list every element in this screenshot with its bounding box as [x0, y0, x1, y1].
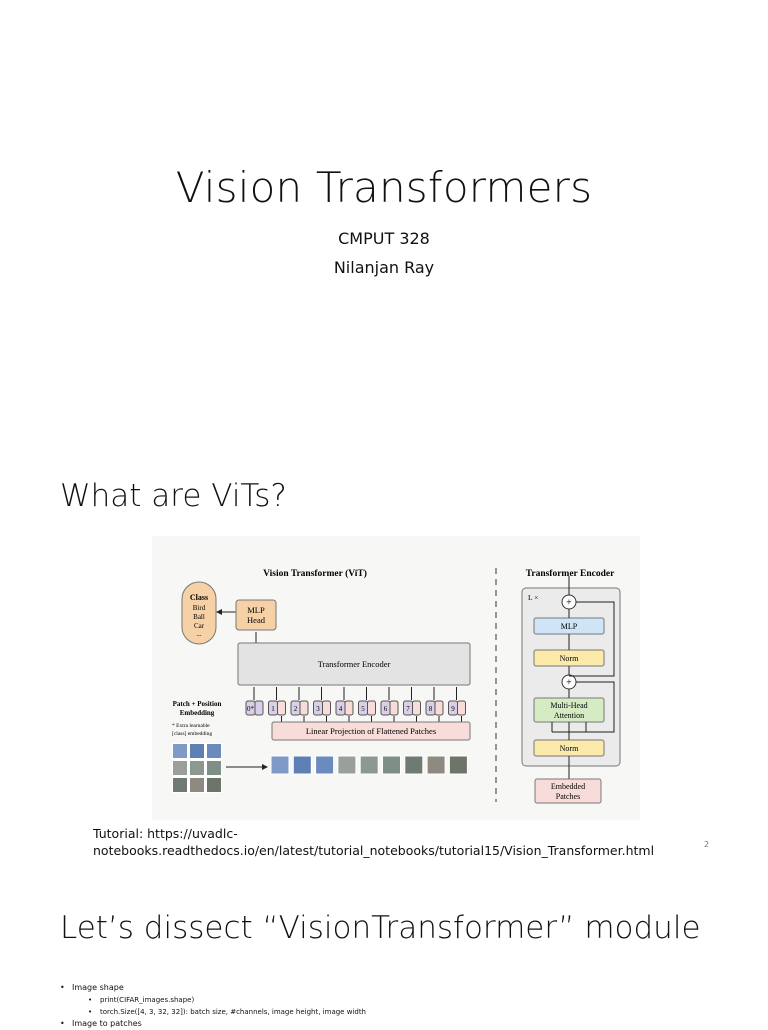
position-index: 1: [271, 705, 275, 713]
class-item: ...: [196, 630, 202, 638]
enc-norm-label: Norm: [560, 744, 579, 753]
patch-position-label: Patch + Position: [173, 700, 222, 708]
embedded-patches-label: Embedded: [551, 782, 585, 791]
vit-architecture-figure: Vision Transformer (ViT) Transformer Enc…: [152, 536, 640, 820]
patch-thumbnail: [359, 755, 379, 775]
token-row: 0* 1 2 3 4 5 6 7 8 9: [245, 687, 466, 722]
mlp-head-label: MLP: [247, 605, 265, 615]
patch-embedding: [434, 700, 444, 716]
position-index: 5: [361, 705, 365, 713]
bullet-item: •Image to patches: [60, 1019, 142, 1028]
tutorial-link[interactable]: Tutorial: https://uvadlc- notebooks.read…: [93, 825, 655, 859]
tutorial-line: notebooks.readthedocs.io/en/latest/tutor…: [93, 843, 655, 858]
patch-embedding: [412, 700, 421, 716]
patch-embedding: [254, 700, 264, 716]
embedded-patches-label: Patches: [556, 792, 580, 801]
linear-projection-box: [271, 721, 471, 741]
position-index: 4: [339, 705, 343, 713]
patch-embedding: [322, 700, 331, 716]
embedded-patches-box: [534, 778, 602, 804]
patch-thumbnail: [292, 755, 312, 775]
class-item: Ball: [193, 613, 205, 621]
class-item: Car: [194, 622, 205, 630]
tutorial-line: Tutorial: https://uvadlc-: [93, 826, 238, 841]
enc-mha-label: Attention: [554, 711, 584, 720]
figure-left-title: Vision Transformer (ViT): [263, 568, 367, 579]
patch-thumbnail: [337, 755, 357, 775]
patch-thumbnail: [315, 755, 335, 775]
enc-mha-label: Multi-Head: [550, 701, 587, 710]
patch-embedding: [344, 700, 354, 716]
enc-norm-label: Norm: [560, 654, 579, 663]
patch-thumbnail: [448, 755, 468, 775]
patch-embedding: [277, 700, 286, 716]
enc-mlp-label: MLP: [561, 622, 578, 631]
input-image-grid: [172, 743, 222, 793]
layers-label: L ×: [528, 593, 538, 602]
patch-embedding: [299, 700, 309, 716]
patch-embedding: [389, 700, 399, 716]
patch-embedding: [457, 700, 466, 716]
sub-bullet-item: •print(CIFAR_images.shape): [88, 996, 195, 1004]
slide-title: Vision Transformers: [175, 163, 593, 212]
sub-bullet-item: •torch.Size([4, 3, 32, 32]): batch size,…: [88, 1008, 366, 1016]
bullet-text: print(CIFAR_images.shape): [100, 996, 195, 1004]
page-number: 2: [704, 840, 710, 849]
author-name: Nilanjan Ray: [333, 258, 435, 277]
transformer-encoder-box: [237, 642, 471, 686]
bullet-text: Image shape: [72, 983, 124, 992]
position-index: 3: [316, 705, 320, 713]
patch-thumbnail: [426, 755, 446, 775]
extra-note: [class] embedding: [172, 731, 212, 737]
slide-heading: What are ViTs?: [60, 478, 287, 514]
patch-position-label: Embedding: [180, 709, 215, 717]
position-index: 6: [384, 705, 388, 713]
flattened-patches: [270, 755, 468, 775]
class-heading: Class: [190, 593, 208, 602]
plus-sign: +: [566, 598, 572, 609]
mlp-head-label: Head: [247, 615, 266, 625]
bullet-text: torch.Size([4, 3, 32, 32]): batch size, …: [100, 1008, 366, 1016]
patch-embedding: [367, 700, 376, 716]
course-code: CMPUT 328: [338, 229, 430, 248]
position-index: 7: [406, 705, 410, 713]
position-index: 0*: [247, 705, 255, 713]
mlp-head-box: [235, 599, 277, 631]
patch-thumbnail: [270, 755, 290, 775]
plus-sign: +: [566, 678, 572, 689]
extra-note: * Extra learnable: [172, 723, 210, 729]
figure-right-title: Transformer Encoder: [526, 569, 615, 579]
transformer-encoder-label: Transformer Encoder: [318, 659, 391, 669]
linear-projection-label: Linear Projection of Flattened Patches: [306, 726, 436, 736]
patch-thumbnail: [382, 755, 401, 775]
slide-heading: Let’s dissect “VisionTransformer” module: [60, 910, 701, 946]
bullet-item: •Image shape: [60, 983, 124, 992]
position-index: 8: [429, 705, 433, 713]
class-box: [181, 581, 217, 645]
patch-thumbnail: [404, 755, 424, 775]
class-item: Bird: [193, 604, 206, 612]
position-index: 2: [294, 705, 298, 713]
position-index: 9: [451, 705, 455, 713]
